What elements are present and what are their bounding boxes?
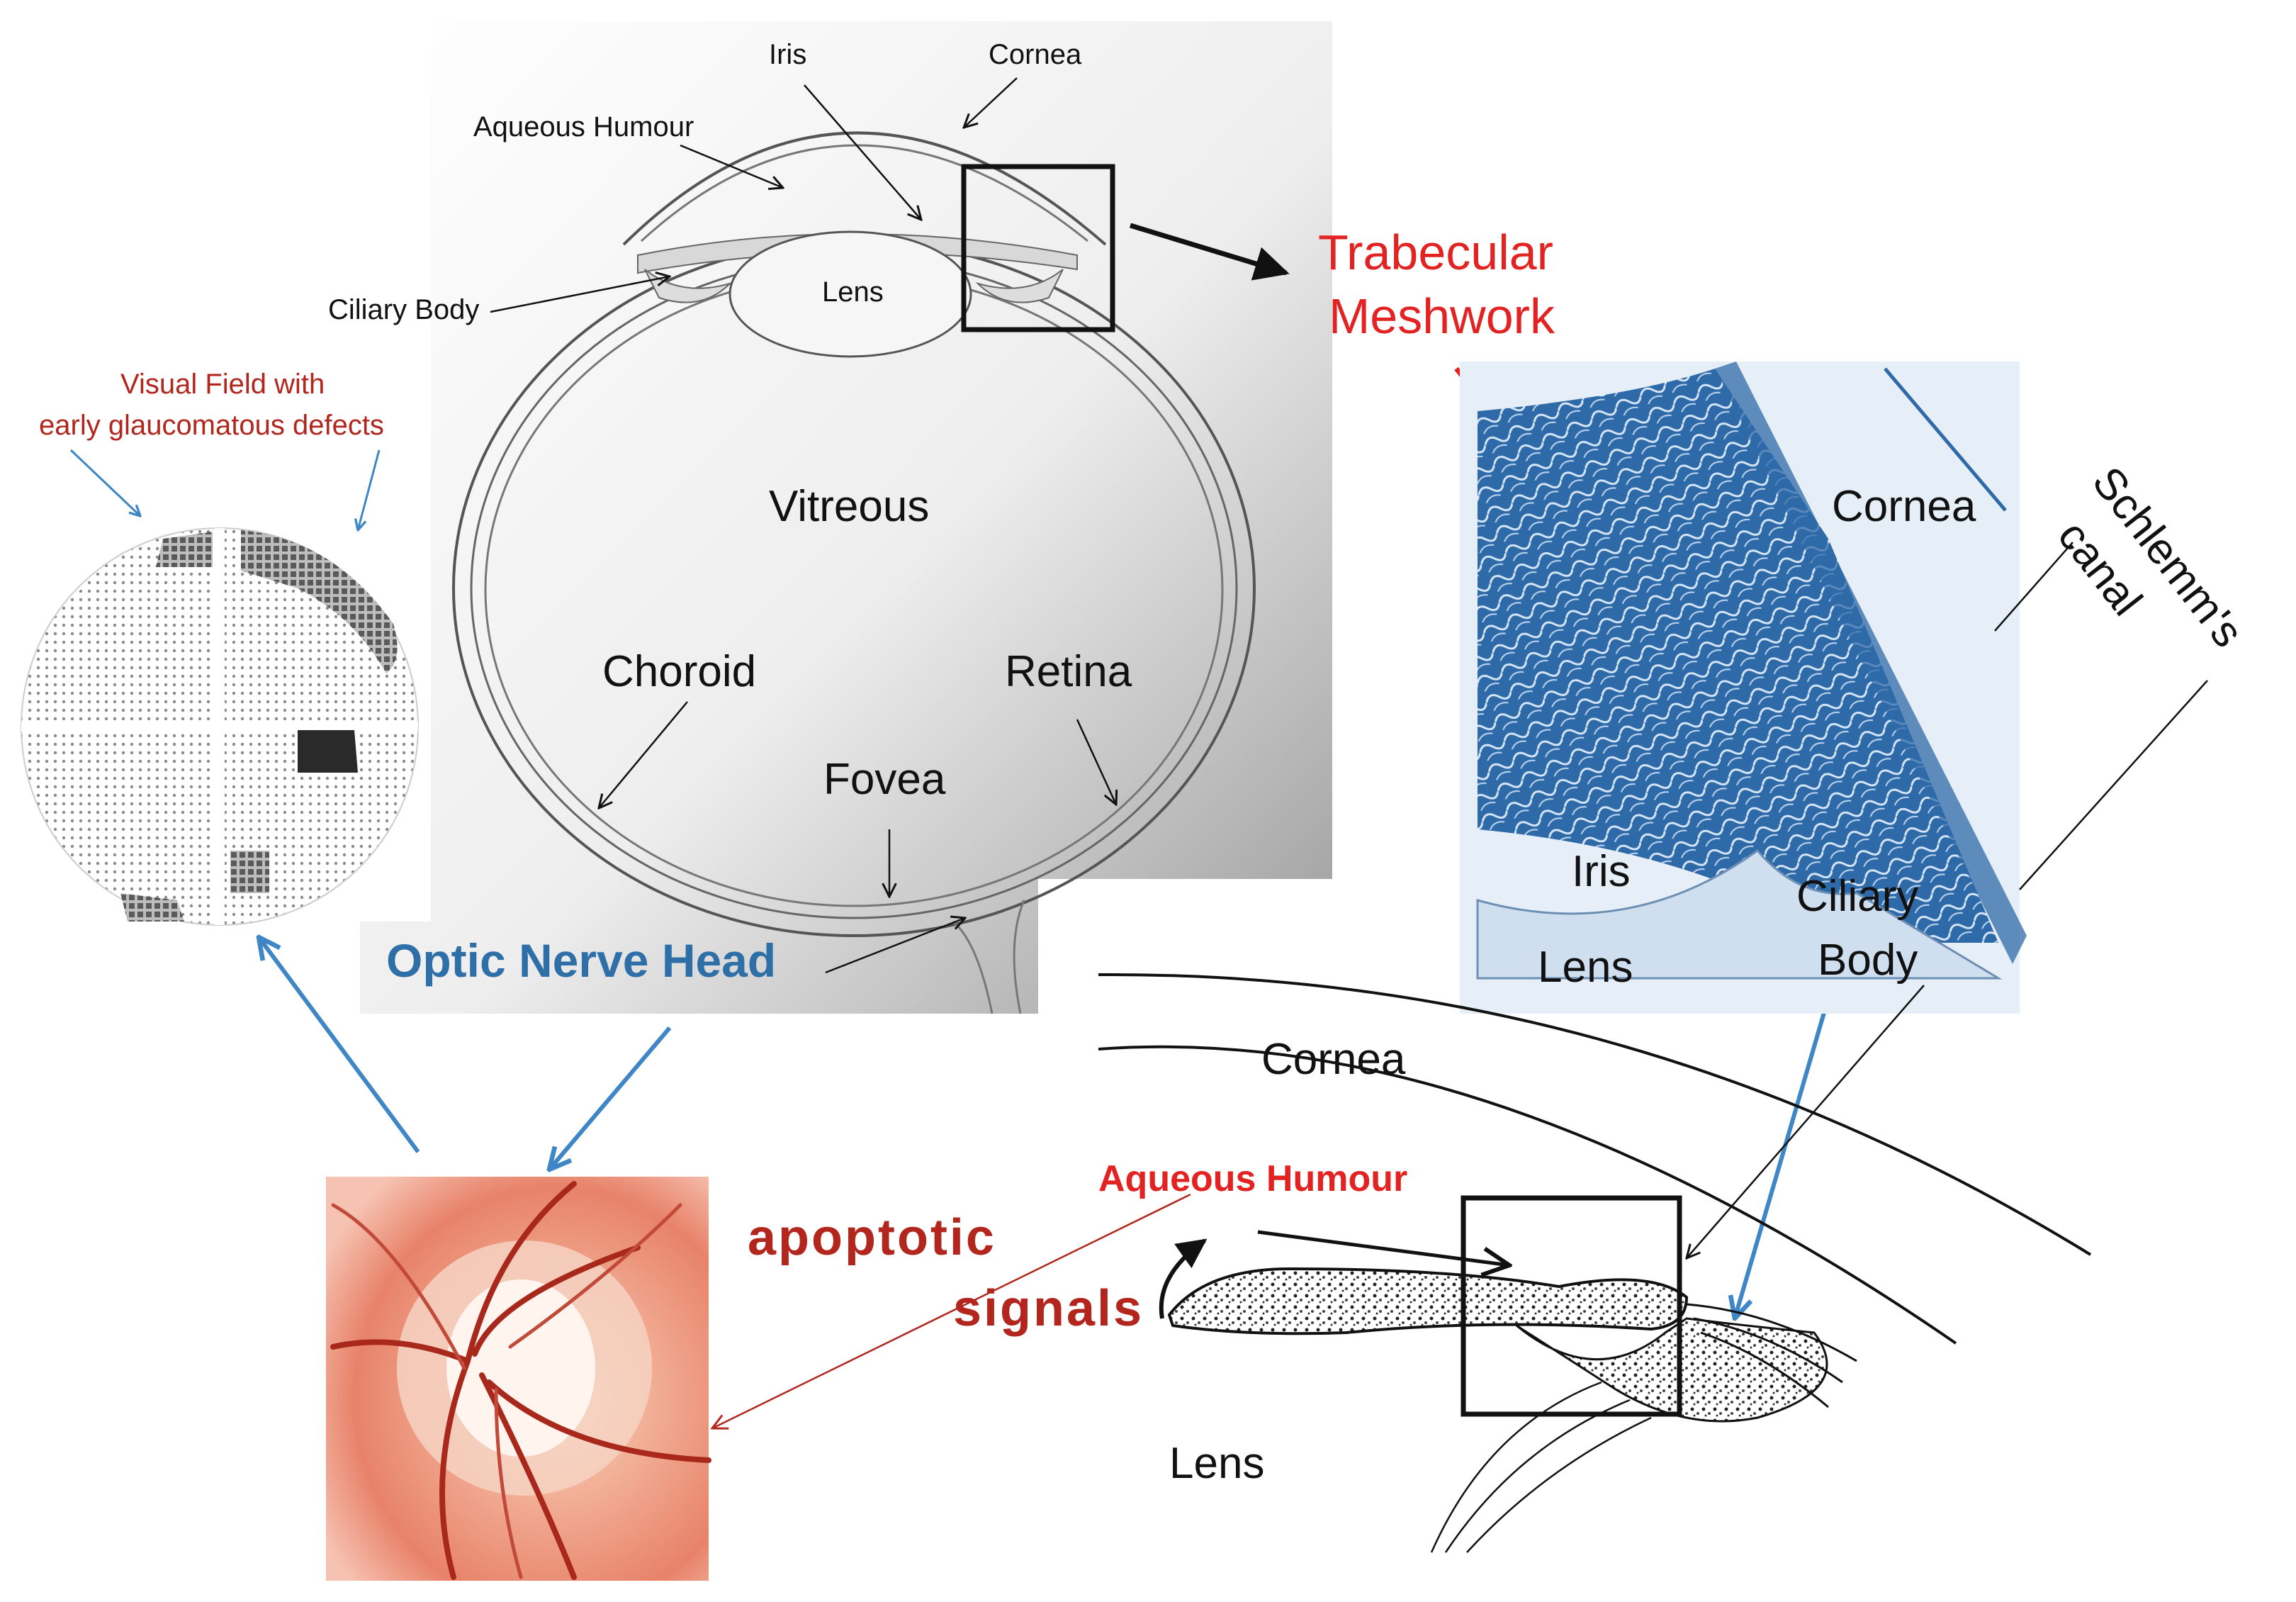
- anterior-chamber-drawing: Cornea Aqueous Humour Lens: [712, 973, 2092, 1553]
- arrow-apoptotic-signals: [712, 1193, 1191, 1428]
- schlemms-canal-label: Schlemm's canal: [2048, 458, 2252, 656]
- label-cornea: Cornea: [989, 39, 1082, 70]
- apoptotic-signals-line1: apoptotic: [748, 1209, 996, 1266]
- label-ciliary-body: Ciliary Body: [328, 294, 479, 325]
- vf-lower-defect: [230, 851, 269, 893]
- chamber-label-aqueous-humour: Aqueous Humour: [1098, 1158, 1407, 1199]
- iris-drawing: [1167, 1267, 1689, 1335]
- chamber-angle-box: [1461, 1195, 1682, 1417]
- optic-disc-fundus: [326, 1177, 711, 1581]
- zonule-fibers: [1686, 1303, 1857, 1408]
- arrow-vf-right: [358, 449, 381, 530]
- zoom-arrow: [1129, 223, 1290, 281]
- lens-shape: [728, 230, 972, 358]
- arrow-aqueous-circulation: [1159, 1238, 1208, 1319]
- arrow-meshwork-to-chamber: [1735, 1002, 1829, 1318]
- trabecular-meshwork-panel: Trabecular Meshwork Cornea Iris Lens Cil…: [1318, 225, 2253, 1258]
- arrow-vf-left: [69, 449, 140, 516]
- vf-dense-scotoma: [298, 730, 358, 773]
- label-lens: Lens: [822, 276, 884, 308]
- trabecular-inset-box: [961, 164, 1115, 332]
- retinal-vessels-secondary: [331, 1203, 682, 1579]
- arrow-disc-to-visual-field: [259, 937, 420, 1153]
- vf-lower-left-defect: [120, 893, 184, 922]
- visual-field: Visual Field with early glaucomatous def…: [21, 369, 419, 926]
- schlemms-leader-upper: [1994, 542, 2073, 632]
- chamber-label-cornea: Cornea: [1261, 1035, 1406, 1084]
- meshwork-label-cornea: Cornea: [1832, 482, 1976, 531]
- apoptotic-signals-line2: signals: [953, 1280, 1144, 1337]
- chamber-label-lens: Lens: [1169, 1439, 1264, 1488]
- visual-field-caption-line1: Visual Field with: [120, 369, 325, 400]
- meshwork-label-ciliary-line2: Body: [1818, 936, 1918, 985]
- trabecular-title-line2: Meshwork: [1329, 289, 1555, 344]
- eye-panel-background: [360, 21, 1332, 1014]
- label-vitreous: Vitreous: [769, 482, 929, 531]
- meshwork-label-lens: Lens: [1538, 943, 1633, 992]
- label-iris: Iris: [769, 39, 806, 70]
- arrow-cornea: [964, 77, 1018, 128]
- visual-field-caption-line2: early glaucomatous defects: [39, 410, 384, 441]
- label-aqueous-humour: Aqueous Humour: [473, 111, 694, 142]
- vf-upper-left-defect: [156, 532, 213, 567]
- label-optic-nerve-head: Optic Nerve Head: [386, 934, 776, 987]
- meshwork-label-ciliary-line1: Ciliary: [1796, 872, 1918, 921]
- cornea-outer-curve: [1098, 973, 2092, 1256]
- schlemms-leader-to-chamber: [1687, 985, 1925, 1258]
- arrow-optic-nerve-head: [825, 918, 965, 974]
- cornea-outer-line: [1884, 367, 2007, 512]
- cornea-outline: [622, 131, 1107, 246]
- arrow-aqueous-flow: [1257, 1230, 1509, 1265]
- cornea-inner-curve: [1098, 1045, 1957, 1345]
- arrow-choroid: [599, 701, 688, 808]
- ciliary-process-drawing: [1516, 1317, 1828, 1423]
- eye-cross-section: Iris Cornea Aqueous Humour Ciliary Body …: [328, 21, 1332, 1014]
- arrow-aqueous-humour: [680, 144, 783, 188]
- arrow-iris: [804, 84, 921, 220]
- optic-cup: [446, 1279, 595, 1457]
- iris-lens-region: [1476, 848, 2003, 980]
- meshwork-label-iris: Iris: [1572, 847, 1631, 896]
- arrow-ciliary-body: [490, 276, 670, 313]
- label-retina: Retina: [1005, 647, 1132, 696]
- trabecular-title-line1: Trabecular: [1318, 225, 1553, 280]
- arrow-retina: [1076, 719, 1116, 805]
- ciliary-body-right: [975, 269, 1064, 303]
- arrow-eye-to-disc: [549, 1026, 672, 1170]
- vf-arcuate-defect: [241, 530, 398, 673]
- schlemms-leader-lower: [2019, 680, 2208, 890]
- meshwork-tissue: [1478, 369, 1998, 943]
- cornea-edge-tissue: [1715, 362, 2027, 964]
- label-fovea: Fovea: [823, 755, 946, 804]
- retinal-vessels: [330, 1181, 711, 1580]
- label-choroid: Choroid: [602, 647, 756, 696]
